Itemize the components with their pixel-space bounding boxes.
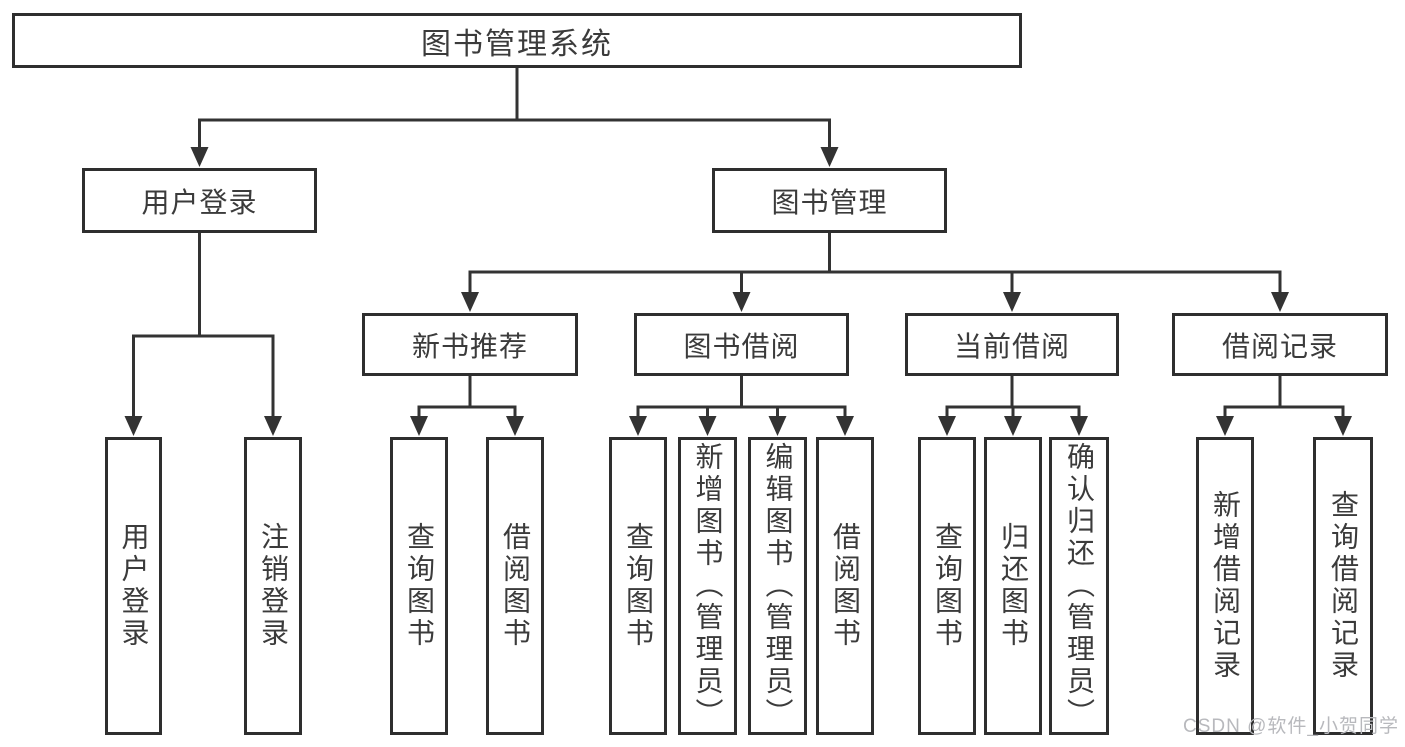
leaf-newrec-query-books: 查询图书: [390, 437, 448, 735]
leaf-current-return-books: 归还图书: [984, 437, 1042, 735]
node-current-borrow: 当前借阅: [905, 313, 1119, 376]
node-root-label: 图书管理系统: [421, 27, 613, 61]
leaf-current-confirm-return-label: 确认归还（管理员）: [1064, 442, 1095, 730]
csdn-watermark: CSDN @软件_小贺同学: [1183, 716, 1399, 737]
leaf-current-query-books: 查询图书: [918, 437, 976, 735]
leaf-record-add-label: 新增借阅记录: [1210, 490, 1241, 682]
node-book-borrow-label: 图书借阅: [683, 330, 800, 362]
leaf-record-add: 新增借阅记录: [1196, 437, 1254, 735]
leaf-newrec-borrow-books: 借阅图书: [486, 437, 544, 735]
node-book-management: 图书管理: [712, 168, 947, 233]
leaf-borrow-query-books: 查询图书: [609, 437, 667, 735]
node-new-book-recommend: 新书推荐: [362, 313, 578, 376]
leaf-logout-label: 注销登录: [258, 522, 289, 650]
node-borrow-record-label: 借阅记录: [1221, 330, 1338, 362]
connector-paths: [132, 67, 1345, 422]
leaf-newrec-query-books-label: 查询图书: [404, 522, 435, 650]
node-user-login: 用户登录: [82, 168, 317, 233]
leaf-borrow-add-books-label: 新增图书（管理员）: [692, 442, 724, 730]
leaf-logout: 注销登录: [244, 437, 302, 735]
leaf-newrec-borrow-books-label: 借阅图书: [500, 522, 531, 650]
leaf-record-query-label: 查询借阅记录: [1328, 490, 1359, 682]
leaf-borrow-query-books-label: 查询图书: [623, 522, 654, 650]
node-user-login-label: 用户登录: [141, 186, 258, 218]
node-root: 图书管理系统: [12, 13, 1022, 68]
node-book-borrow: 图书借阅: [634, 313, 849, 376]
node-new-book-recommend-label: 新书推荐: [411, 330, 528, 362]
leaf-borrow-edit-books-label: 编辑图书（管理员）: [762, 442, 794, 730]
leaf-borrow-add-books: 新增图书（管理员）: [678, 437, 737, 735]
leaf-user-login-label: 用户登录: [118, 522, 150, 650]
leaf-current-return-books-label: 归还图书: [998, 522, 1029, 650]
leaf-borrow-borrow-books: 借阅图书: [816, 437, 874, 735]
leaf-borrow-borrow-books-label: 借阅图书: [830, 522, 861, 650]
leaf-current-confirm-return: 确认归还（管理员）: [1049, 437, 1109, 735]
leaf-current-query-books-label: 查询图书: [932, 522, 963, 650]
node-current-borrow-label: 当前借阅: [953, 330, 1070, 362]
node-book-management-label: 图书管理: [771, 186, 888, 218]
leaf-record-query: 查询借阅记录: [1313, 437, 1373, 735]
leaf-user-login: 用户登录: [105, 437, 162, 735]
node-borrow-record: 借阅记录: [1172, 313, 1388, 376]
leaf-borrow-edit-books: 编辑图书（管理员）: [748, 437, 807, 735]
